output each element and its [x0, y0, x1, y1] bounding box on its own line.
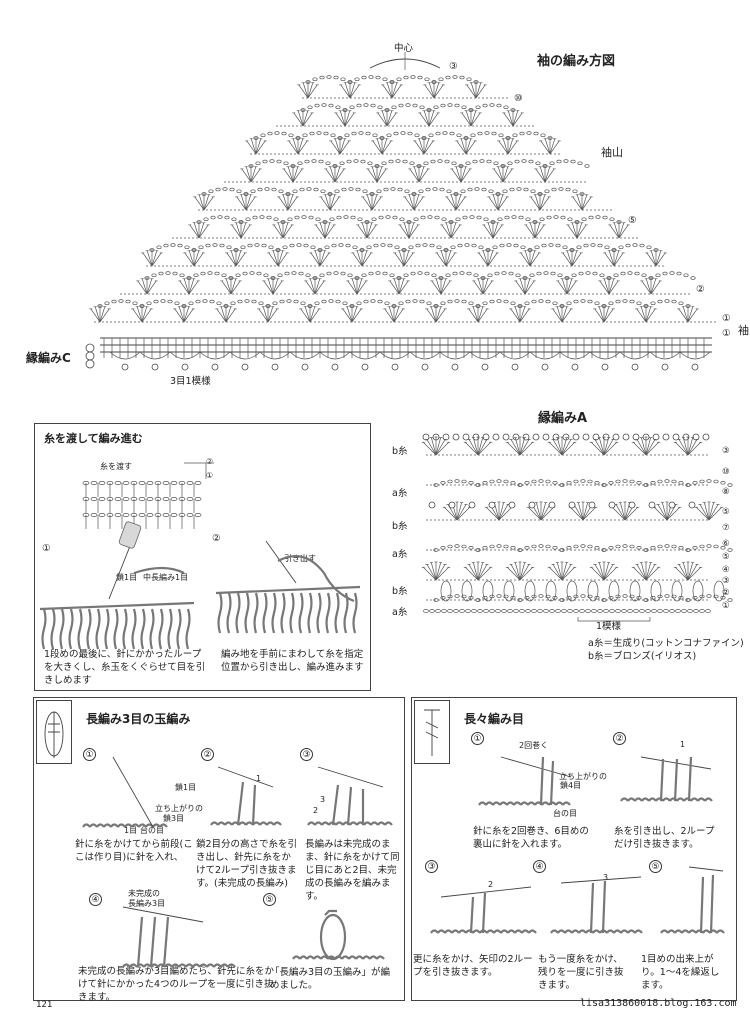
blog-url: lisa313860018.blog.163.com — [580, 998, 737, 1009]
carry-step1-text: 1段めの最後に、針にかかったループを大きくし、糸玉をくぐらせて目を引きしめます — [44, 649, 206, 686]
edging-a-row-label: ⑤ — [722, 552, 730, 562]
sleeve-row-label: ① — [722, 313, 731, 324]
sleeve-repeat-label: 3目1模様 — [170, 376, 211, 387]
bobble-step-text: 「長編み3目の玉編み」が編めました。 — [270, 967, 391, 991]
edging-a-row-label: ⑧ — [722, 487, 730, 497]
edging-a-yarn-label: b糸 — [392, 521, 408, 532]
bobble-step-label: 2 — [313, 806, 319, 815]
bobble-step-text: 針に糸をかけてから前段(ここは作り目)に針を入れ、 — [75, 839, 193, 863]
carry-step2-text: 編み地を手前にまわして糸を指定位置から引き出し、編み進みます — [221, 649, 364, 673]
edging-a-row-label: ⑩ — [722, 467, 730, 477]
bobble-illustrations — [82, 756, 393, 968]
center-label: 中心 — [394, 43, 414, 54]
treble-step-num: ④ — [533, 860, 546, 873]
edging-a-row-label: ③ — [722, 576, 730, 586]
treble-step-label: 1 — [680, 740, 686, 749]
treble-symbol-icon — [424, 709, 440, 756]
bobble-step-num: ⑤ — [263, 893, 276, 906]
treble-illustrations — [430, 756, 725, 934]
bobble-step-label: 未完成の — [128, 889, 160, 898]
carry-chart-label: 糸を渡す — [100, 462, 132, 471]
treble-step-text: 糸を引き出し、2ループだけ引き抜きます。 — [614, 826, 715, 850]
bobble-step-label: 鎖1目 — [175, 783, 197, 792]
sleeve-row-label: ② — [696, 284, 705, 295]
sleeve-row-label: ⑩ — [514, 93, 523, 104]
legend-a: a糸＝生成り(コットンコナファイン) — [588, 638, 744, 649]
edging-a-yarn-label: b糸 — [392, 586, 408, 597]
treble-step-num: ③ — [425, 860, 438, 873]
bobble-panel — [33, 697, 405, 1001]
bobble-step-num: ③ — [300, 748, 313, 761]
bobble-step-num: ② — [201, 748, 214, 761]
bobble-step-text: 鎖2目分の高さで糸を引き出し、針先に糸をかけて2ループ引き抜きます。(未完成の長… — [196, 839, 298, 889]
treble-step-label: 3 — [603, 873, 609, 882]
sode-yama-label: 袖山 — [601, 146, 623, 159]
edging-a-chart — [421, 433, 733, 622]
carry-step-num: ① — [42, 543, 51, 554]
edging-a-yarn-label: b糸 — [392, 446, 408, 457]
treble-panel — [411, 697, 737, 1001]
sode-label: 袖 — [738, 324, 749, 337]
carry-step-label: 鎖1目 — [116, 573, 138, 582]
edging-a-row-label: ⑦ — [722, 523, 730, 533]
edging-a-yarn-label: a糸 — [392, 607, 408, 618]
edging-a-row-label: ② — [722, 588, 730, 598]
treble-title: 長々編み目 — [464, 712, 525, 726]
carry-step-num: ② — [212, 533, 221, 544]
bobble-step-label: 3 — [320, 795, 326, 804]
edging-a-repeat: 1模様 — [596, 621, 622, 632]
treble-step-label: 2 — [488, 880, 494, 889]
bobble-symbol-icon — [44, 711, 64, 758]
bobble-step-label: 台の目 — [140, 826, 164, 835]
edging-a-row-label: ③ — [722, 446, 730, 456]
treble-step-text: 更に糸をかけ、矢印の2ループを引き抜きます。 — [413, 954, 533, 978]
bobble-step-label: 1目 — [124, 826, 138, 835]
sleeve-title: 袖の編み方図 — [537, 54, 616, 69]
treble-step-num: ① — [471, 732, 484, 745]
page-number: 121 — [36, 1000, 53, 1010]
bobble-step-label: 立ち上がりの — [155, 804, 203, 813]
edging-a-row-label: ⑤ — [722, 507, 730, 517]
treble-step-label: 2回巻く — [519, 741, 549, 750]
treble-step-num: ② — [613, 732, 626, 745]
edging-a-title: 縁編みA — [538, 411, 588, 426]
legend-b: b糸＝ブロンズ(イリオス) — [588, 651, 697, 662]
edging-a-yarn-label: a糸 — [392, 488, 408, 499]
carry-chart-row: ① — [206, 471, 214, 480]
bobble-step-num: ④ — [89, 893, 102, 906]
sleeve-row-label: ① — [722, 328, 731, 339]
edging-a-row-label: ⑥ — [722, 539, 730, 549]
bobble-step-text: 未完成の長編みが3目編めたら、針先に糸をかけて針にかかった4つのループを一度に引… — [78, 966, 275, 1003]
edging-c-label: 縁編みC — [26, 351, 71, 365]
sleeve-row-label: ⑤ — [628, 215, 637, 226]
treble-symbol-box — [414, 700, 450, 764]
treble-step-label: 鎖4目 — [560, 781, 582, 790]
bobble-step-label: 1 — [256, 774, 262, 783]
treble-step-label: 立ち上がりの — [559, 772, 607, 781]
bobble-symbol-box — [36, 700, 72, 764]
carry-yarn-illustrations — [39, 462, 361, 650]
treble-step-label: 台の目 — [553, 809, 577, 818]
bobble-step-num: ① — [83, 748, 96, 761]
treble-step-text: 針に糸を2回巻き、6目めの裏山に針を入れます。 — [473, 826, 589, 850]
carry-step-label: 引き出す — [284, 554, 316, 563]
edging-a-row-label: ① — [722, 601, 730, 611]
carry-chart-row: ② — [206, 457, 214, 466]
edging-a-row-label: ④ — [722, 565, 730, 575]
bobble-step-label: 長編み3目 — [128, 899, 166, 908]
sleeve-crochet-chart — [85, 52, 716, 371]
sleeve-row-label: ③ — [449, 61, 458, 72]
treble-step-text: 1目めの出来上がり。1～4を繰返します。 — [641, 954, 720, 991]
bobble-title: 長編み3目の玉編み — [86, 712, 191, 726]
edging-a-yarn-label: a糸 — [392, 549, 408, 560]
bobble-step-text: 長編みは未完成のまま、針に糸をかけて同じ目にあと2目、未完成の長編みを編みます。 — [305, 839, 400, 902]
treble-step-num: ⑤ — [649, 860, 662, 873]
carry-step-label: 中長編み1目 — [143, 573, 189, 582]
bobble-step-label: 鎖3目 — [163, 814, 185, 823]
carry-yarn-panel — [34, 423, 371, 691]
carry-yarn-title: 糸を渡して編み進む — [44, 432, 143, 445]
treble-step-text: もう一度糸をかけ、残りを一度に引き抜きます。 — [538, 954, 624, 991]
